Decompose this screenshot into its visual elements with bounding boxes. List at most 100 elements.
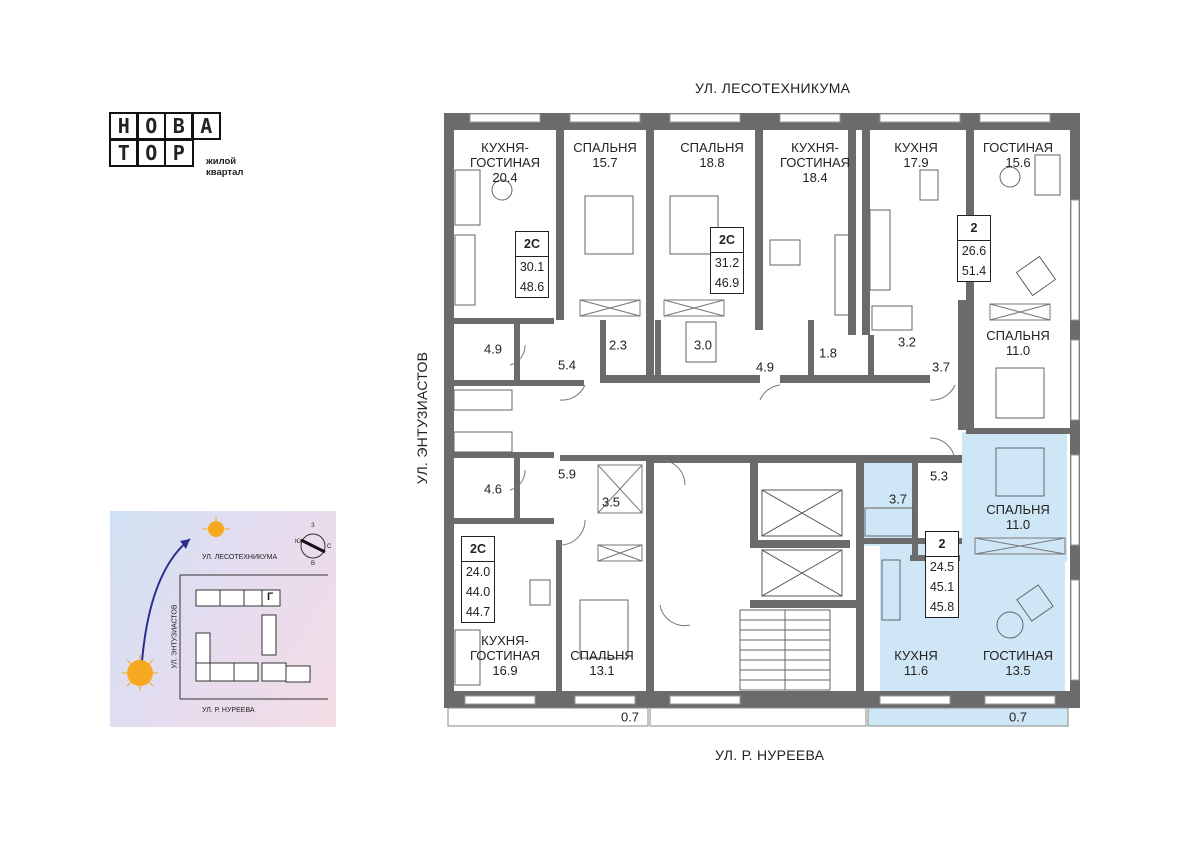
room-name: СПАЛЬНЯ: [573, 140, 637, 155]
room-area: 18.8: [699, 155, 725, 170]
area-wc-1: 2.3: [608, 337, 628, 353]
compass-e: С: [327, 544, 332, 550]
apartment-badge[interactable]: 2С 24.0 44.0 44.7: [461, 536, 495, 623]
brand-logo: Н О В А Т О Р жилой квартал: [108, 111, 243, 178]
logo-subtitle-line2: квартал: [206, 167, 244, 178]
street-top-label: УЛ. ЛЕСОТЕХНИКУМА: [695, 80, 851, 96]
room-name: КУХНЯ: [894, 648, 938, 663]
minimap-street-top: УЛ. ЛЕСОТЕХНИКУМА: [202, 554, 278, 561]
highlighted-apartment: [862, 432, 1068, 726]
apartment-area: 44.7: [465, 605, 491, 619]
area-hall-5: 5.3: [929, 468, 949, 484]
room-area: 15.7: [592, 155, 618, 170]
area-hall-4: 5.9: [557, 466, 577, 482]
area-bath-3: 3.2: [897, 334, 917, 350]
room-name-line2: ГОСТИНАЯ: [469, 648, 541, 663]
room-name: ГОСТИНАЯ: [982, 648, 1054, 663]
apartment-area: 46.9: [714, 276, 740, 290]
apartment-badge[interactable]: 2 26.6 51.4: [957, 215, 991, 282]
room-area: 13.5: [1005, 663, 1031, 678]
balconies: [447, 707, 1069, 727]
wardrobes: [579, 299, 1066, 562]
room-bedroom-3: СПАЛЬНЯ 11.0: [986, 328, 1050, 358]
compass-s: В: [311, 561, 316, 567]
room-name-line2: ГОСТИНАЯ: [469, 155, 541, 170]
room-name-line1: КУХНЯ-: [791, 140, 839, 155]
room-bedroom-5: СПАЛЬНЯ 13.1: [570, 648, 634, 678]
room-kitchen-living-2: КУХНЯ- ГОСТИНАЯ 18.4: [780, 140, 850, 185]
balcony-area-left: 0.7: [620, 709, 640, 725]
minimap-street-left: УЛ. ЭНТУЗИАСТОВ: [171, 604, 179, 669]
sun-icon-bottom: [122, 655, 158, 691]
area-hall-2: 4.9: [755, 359, 775, 375]
apartment-area: 26.6: [961, 244, 987, 258]
arrow-head-icon: [180, 539, 190, 549]
furniture: [453, 154, 1061, 686]
room-living-2: ГОСТИНАЯ 13.5: [983, 648, 1053, 678]
room-name-line1: КУХНЯ-: [481, 633, 529, 648]
minimap-buildings: [195, 589, 311, 683]
apartment-type: 2: [926, 532, 958, 557]
room-area: 11.0: [1005, 517, 1031, 532]
area-hall-3: 3.7: [931, 359, 951, 375]
minimap-drawing: [122, 517, 328, 700]
logo-row-2: Т О Р: [108, 139, 220, 168]
apartment-area: 31.2: [714, 256, 740, 270]
logo-letter: Р: [163, 139, 194, 168]
area-wc-2: 1.8: [818, 345, 838, 361]
apartment-area: 48.6: [519, 280, 545, 294]
apartment-area: 44.0: [465, 585, 491, 599]
apartment-type: 2: [958, 216, 990, 241]
area-wardrobe-1: 3.5: [601, 494, 621, 510]
room-name: СПАЛЬНЯ: [986, 328, 1050, 343]
room-area: 11.6: [903, 663, 929, 678]
balcony-area-right: 0.7: [1008, 709, 1028, 725]
apartment-badge[interactable]: 2С 30.1 48.6: [515, 231, 549, 298]
apartment-area: 45.1: [929, 580, 955, 594]
apartment-area: 45.8: [929, 600, 955, 614]
room-area: 17.9: [903, 155, 929, 170]
compass-icon: [300, 533, 326, 559]
apartment-area: 24.5: [929, 560, 955, 574]
room-name: СПАЛЬНЯ: [680, 140, 744, 155]
apartment-type: 2С: [516, 232, 548, 257]
minimap-building-marker: Г: [267, 591, 274, 603]
compass-w: Ю: [295, 539, 302, 545]
room-living-1: ГОСТИНАЯ 15.6: [983, 140, 1053, 170]
logo-row-1: Н О В А: [108, 111, 222, 140]
apartment-area: 51.4: [961, 264, 987, 278]
room-kitchen-living-1: КУХНЯ- ГОСТИНАЯ 20.4: [470, 140, 540, 185]
logo-subtitle-line1: жилой: [206, 156, 237, 167]
apartment-badge[interactable]: 2 24.5 45.1 45.8: [925, 531, 959, 618]
room-name: СПАЛЬНЯ: [570, 648, 634, 663]
room-area: 13.1: [589, 663, 615, 678]
room-area: 15.6: [1005, 155, 1031, 170]
room-name-line2: ГОСТИНАЯ: [779, 155, 851, 170]
apartment-badge[interactable]: 2С 31.2 46.9: [710, 227, 744, 294]
minimap-street-bottom: УЛ. Р. НУРЕЕВА: [202, 707, 255, 714]
sun-icon-top: [202, 517, 230, 537]
location-minimap: УЛ. ЛЕСОТЕХНИКУМА УЛ. ЭНТУЗИАСТОВ УЛ. Р.…: [110, 511, 336, 727]
area-bath-5: 3.7: [888, 491, 908, 507]
apartment-type: 2С: [462, 537, 494, 562]
sun-path-arrow: [141, 538, 191, 662]
doors: [509, 344, 956, 627]
windows: [464, 113, 1080, 705]
room-kitchen-2: КУХНЯ 11.6: [894, 648, 937, 678]
area-bath-1: 4.9: [483, 341, 503, 357]
compass-n: З: [311, 523, 315, 529]
area-bath-2: 3.0: [693, 337, 713, 353]
room-area: 11.0: [1005, 343, 1031, 358]
room-bedroom-2: СПАЛЬНЯ 18.8: [680, 140, 744, 170]
room-area: 20.4: [492, 170, 518, 185]
apartment-area: 30.1: [519, 260, 545, 274]
logo-subtitle: жилой квартал: [206, 156, 243, 178]
room-area: 16.9: [492, 663, 518, 678]
elevators: [761, 489, 843, 597]
room-area: 18.4: [802, 170, 828, 185]
area-hall-1: 5.4: [557, 357, 577, 373]
apartment-type: 2С: [711, 228, 743, 253]
area-bath-4: 4.6: [483, 481, 503, 497]
room-kitchen-living-3: КУХНЯ- ГОСТИНАЯ 16.9: [470, 633, 540, 678]
